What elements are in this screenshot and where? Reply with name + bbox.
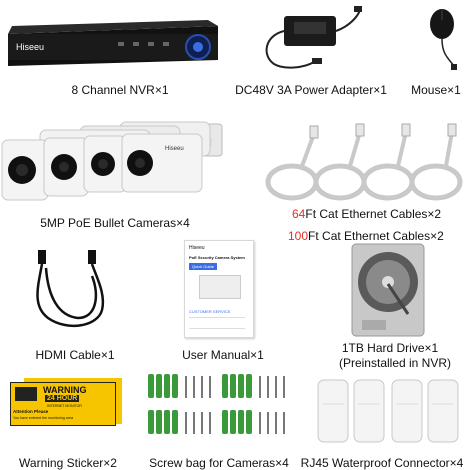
warning-sticker-caption: Warning Sticker×2 [19, 456, 117, 470]
hard-drive-caption: 1TB Hard Drive×1 [341, 341, 439, 355]
rj45-connectors-image [317, 379, 459, 443]
user-manual-caption: User Manual×1 [182, 348, 264, 362]
hard-drive-note: (Preinstalled in NVR) [338, 356, 452, 370]
ethernet-100ft-length: 100 [288, 229, 309, 243]
hdmi-cable-caption: HDMI Cable×1 [35, 348, 115, 362]
sticker-warning: WARNING [43, 385, 87, 395]
bullet-cameras-image: Hiseeu [1, 121, 223, 201]
camera-brand: Hiseeu [165, 146, 184, 152]
sticker-attention: Attention Please [13, 409, 49, 414]
user-manual-image: Hiseeu PoE Security Camera System Quick … [184, 240, 254, 338]
nvr-caption: 8 Channel NVR×1 [71, 83, 169, 97]
manual-quick-guide: Quick Guide [189, 263, 218, 270]
screw-bags-image [148, 374, 285, 434]
sticker-entered: You have entered the monitoring area [13, 416, 74, 420]
sticker-monitor: INTERNET MONITOR [47, 404, 82, 408]
ethernet-cables-image [265, 123, 463, 201]
hdmi-cable-image [36, 250, 105, 327]
ethernet-64ft-caption: 64Ft Cat Ethernet Cables×2 [292, 207, 462, 221]
ethernet-100ft-label: Ft Cat Ethernet Cables×2 [308, 229, 444, 243]
mouse-image [430, 9, 457, 70]
manual-brand: Hiseeu [189, 245, 205, 251]
nvr-brand: Hiseeu [16, 42, 44, 52]
ethernet-64ft-length: 64 [292, 207, 306, 221]
sticker-hours: 24 HOUR [45, 395, 80, 402]
mouse-caption: Mouse×1 [411, 83, 461, 97]
ethernet-100ft-caption: 100Ft Cat Ethernet Cables×2 [288, 229, 464, 243]
nvr-image: Hiseeu [8, 20, 218, 66]
screw-bags-caption: Screw bag for Cameras×4 [149, 456, 289, 470]
ethernet-64ft-label: Ft Cat Ethernet Cables×2 [305, 207, 442, 221]
hard-drive-image [351, 243, 425, 337]
manual-service: CUSTOMER SERVICE [189, 309, 231, 314]
power-adapter-image [265, 6, 362, 69]
power-adapter-caption: DC48V 3A Power Adapter×1 [235, 83, 387, 97]
warning-sticker-image: WARNING 24 HOUR INTERNET MONITOR Attenti… [10, 378, 122, 426]
bullet-cameras-caption: 5MP PoE Bullet Cameras×4 [40, 216, 190, 230]
manual-title: PoE Security Camera System [189, 255, 245, 260]
rj45-connectors-caption: RJ45 Waterproof Connector×4 [300, 456, 464, 470]
